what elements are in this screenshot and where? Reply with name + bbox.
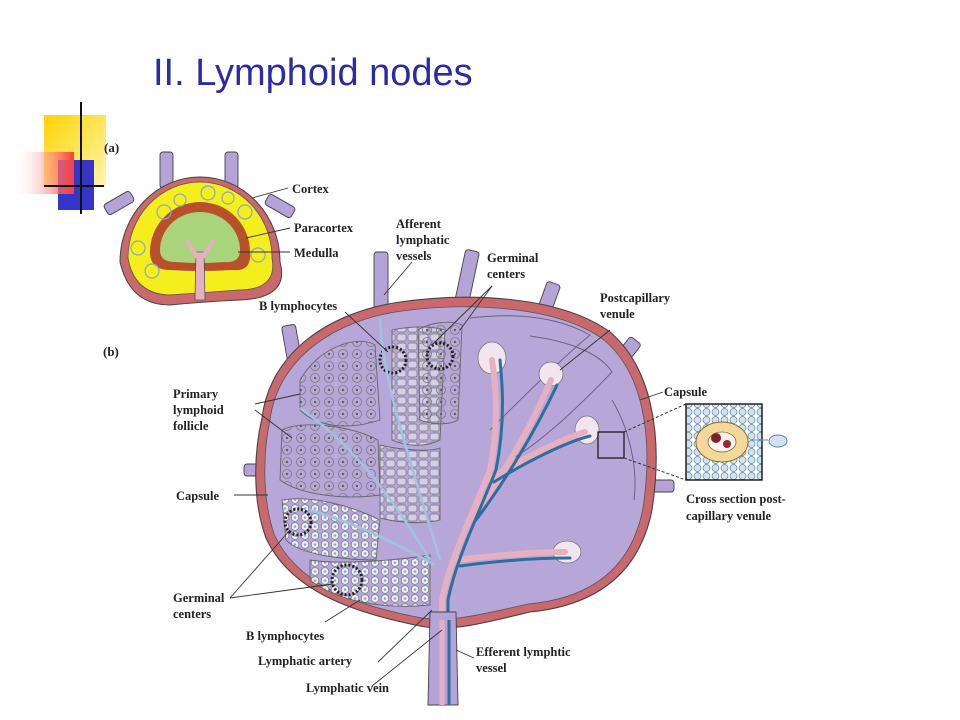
label-cortex: Cortex: [292, 182, 330, 196]
panel-a-node: [103, 151, 296, 306]
label-primary-2: lymphoid: [173, 403, 224, 417]
slide-decoration: [12, 102, 106, 214]
label-postcapillary-1: Postcapillary: [600, 291, 671, 305]
label-cross-section-2: capillary venule: [686, 509, 772, 523]
label-cross-section-1: Cross section post-: [686, 492, 786, 506]
panel-a-afferent-vessels: [103, 151, 296, 219]
germinal-center-rings: [283, 341, 455, 597]
label-germinal-top-2: centers: [487, 267, 525, 281]
medullary-sectors: [469, 315, 636, 501]
panel-b-leaders: [229, 261, 664, 687]
label-germinal-bot-1: Germinal: [173, 591, 225, 605]
label-germinal-bot-2: centers: [173, 607, 211, 621]
panel-a-follicles: [130, 185, 266, 279]
label-germinal-top-1: Germinal: [487, 251, 539, 265]
label-lymphatic-vein: Lymphatic vein: [306, 681, 389, 695]
lymphatic-vein-branches: [446, 358, 592, 692]
label-afferent-1: Afferent: [396, 217, 442, 231]
panel-a-efferent-vessel: [194, 251, 206, 301]
label-primary-3: follicle: [173, 419, 209, 433]
cross-section-inset: [597, 403, 788, 481]
panel-a-marker: (a): [104, 140, 119, 155]
medulla-region: [160, 212, 240, 263]
slide-title: II. Lymphoid nodes: [153, 52, 473, 94]
label-afferent-2: lymphatic: [396, 233, 450, 247]
label-paracortex: Paracortex: [294, 221, 354, 235]
label-postcapillary-2: venule: [600, 307, 635, 321]
label-primary-1: Primary: [173, 387, 219, 401]
panel-a-leaders: [238, 187, 291, 253]
panel-b-marker: (b): [103, 344, 119, 359]
label-medulla: Medulla: [294, 246, 339, 260]
label-efferent-2: vessel: [476, 661, 507, 675]
label-afferent-3: vessels: [396, 249, 432, 263]
lymphatic-sinuses: [299, 317, 442, 567]
lymphoid-follicles: [279, 321, 463, 607]
label-capsule-right: Capsule: [664, 385, 708, 399]
panel-b-node: [243, 249, 675, 706]
label-capsule-left: Capsule: [176, 489, 220, 503]
label-b-lymphocytes-bot: B lymphocytes: [246, 629, 324, 643]
label-lymphatic-artery: Lymphatic artery: [258, 654, 353, 668]
panel-b-labels: Afferent lymphatic vessels Germinal cent…: [173, 217, 786, 695]
label-efferent-1: Efferent lymphtic: [476, 645, 571, 659]
label-b-lymphocytes-top: B lymphocytes: [259, 299, 337, 313]
